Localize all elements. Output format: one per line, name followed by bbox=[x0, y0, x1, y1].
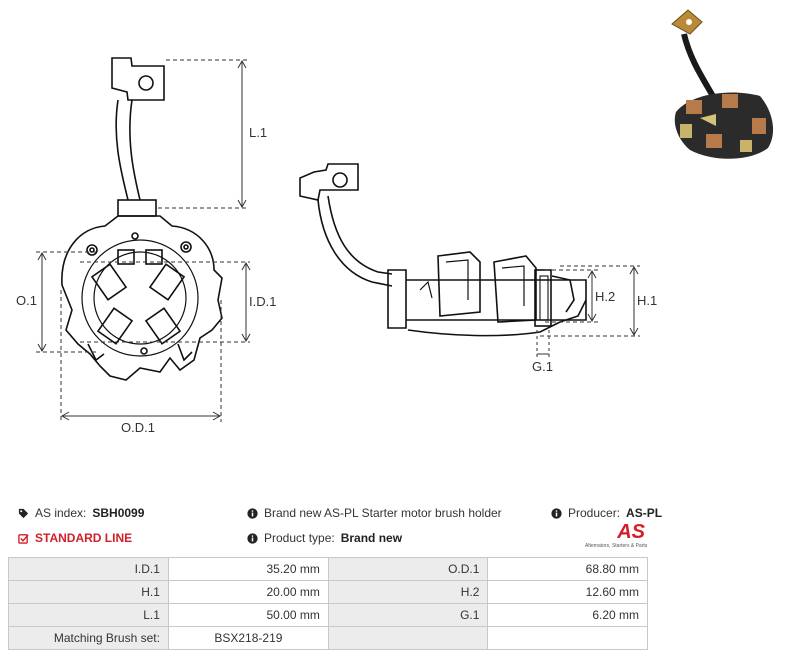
table-row: I.D.1 35.20 mm O.D.1 68.80 mm bbox=[8, 557, 648, 581]
dimension-h1 bbox=[540, 265, 640, 337]
description-text: Brand new AS-PL Starter motor brush hold… bbox=[264, 506, 502, 520]
spec-key: G.1 bbox=[327, 603, 489, 627]
checkbox-icon bbox=[18, 533, 29, 544]
producer-value: AS-PL bbox=[626, 506, 663, 520]
spec-key: O.D.1 bbox=[327, 557, 489, 581]
dimension-id1 bbox=[80, 261, 251, 343]
spec-value: BSX218-219 bbox=[167, 626, 329, 650]
product-type: Product type: Brand new bbox=[247, 531, 402, 545]
dimension-l1 bbox=[158, 59, 248, 209]
product-photo bbox=[671, 9, 774, 159]
dimension-g1 bbox=[536, 330, 550, 358]
product-type-label: Product type: bbox=[264, 531, 335, 545]
label-od1: O.D.1 bbox=[121, 420, 155, 435]
spec-value: 35.20 mm bbox=[167, 557, 329, 581]
spec-value bbox=[487, 626, 648, 650]
as-index-label: AS index: bbox=[35, 506, 87, 520]
spec-value: 12.60 mm bbox=[487, 580, 648, 604]
tag-icon bbox=[18, 508, 29, 518]
label-h2: H.2 bbox=[595, 289, 615, 304]
dimension-o1 bbox=[36, 251, 96, 353]
front-view-drawing bbox=[61, 57, 223, 381]
as-index-value: SBH0099 bbox=[92, 506, 145, 520]
producer-label: Producer: bbox=[568, 506, 621, 520]
standard-line-label: STANDARD LINE bbox=[35, 531, 133, 545]
logo-mark: AS bbox=[617, 521, 645, 543]
table-row: Matching Brush set: BSX218-219 bbox=[8, 626, 648, 650]
as-index: AS index: SBH0099 bbox=[18, 506, 144, 520]
table-row: L.1 50.00 mm G.1 6.20 mm bbox=[8, 603, 648, 627]
spec-key: H.2 bbox=[327, 580, 489, 604]
logo-tagline: Alternators, Starters & Parts bbox=[585, 543, 648, 549]
info-icon bbox=[247, 507, 258, 519]
spec-key: L.1 bbox=[8, 603, 169, 627]
table-row: H.1 20.00 mm H.2 12.60 mm bbox=[8, 580, 648, 604]
standard-line: STANDARD LINE bbox=[18, 531, 132, 545]
info-icon bbox=[551, 507, 562, 519]
dimension-od1 bbox=[60, 290, 222, 422]
producer: Producer: AS-PL bbox=[551, 506, 662, 520]
spec-value: 20.00 mm bbox=[167, 580, 329, 604]
spec-value: 68.80 mm bbox=[487, 557, 648, 581]
spec-key: Matching Brush set: bbox=[8, 626, 169, 650]
as-pl-logo: AS Alternators, Starters & Parts bbox=[585, 522, 649, 554]
label-id1: I.D.1 bbox=[249, 294, 276, 309]
spec-key bbox=[327, 626, 489, 650]
spec-value: 50.00 mm bbox=[167, 603, 329, 627]
description: Brand new AS-PL Starter motor brush hold… bbox=[247, 506, 502, 520]
specs-table: I.D.1 35.20 mm O.D.1 68.80 mm H.1 20.00 … bbox=[8, 557, 648, 650]
label-g1: G.1 bbox=[532, 359, 553, 374]
spec-key: I.D.1 bbox=[8, 557, 169, 581]
label-h1: H.1 bbox=[637, 293, 657, 308]
dimension-h2 bbox=[545, 269, 598, 323]
technical-drawing: L.1 O.1 I.D.1 O.D.1 H.2 H.1 G.1 bbox=[16, 9, 774, 435]
product-type-value: Brand new bbox=[340, 531, 403, 545]
label-o1: O.1 bbox=[16, 293, 37, 308]
label-l1: L.1 bbox=[249, 125, 267, 140]
spec-key: H.1 bbox=[8, 580, 169, 604]
side-view-drawing bbox=[299, 163, 587, 337]
info-icon bbox=[247, 532, 258, 544]
spec-value: 6.20 mm bbox=[487, 603, 648, 627]
